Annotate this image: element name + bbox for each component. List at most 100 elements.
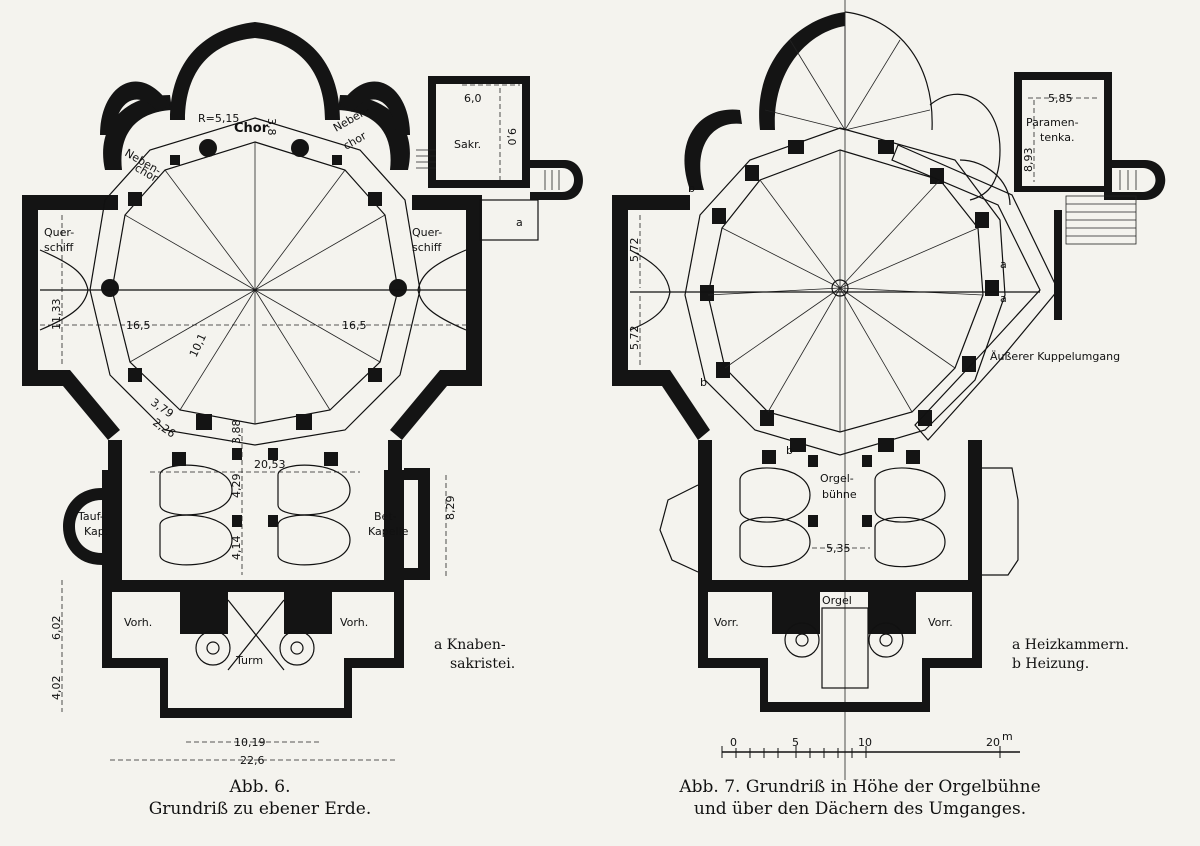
dome-ribs bbox=[112, 142, 398, 424]
dim-front-b: 4,02 bbox=[50, 676, 63, 701]
abb7-legend: a Heizkammern. b Heizung. bbox=[1012, 636, 1129, 674]
tower-pier-left bbox=[180, 584, 228, 634]
abb6-caption-line2: Grundriß zu ebener Erde. bbox=[148, 799, 372, 819]
outer-wall-right bbox=[412, 195, 482, 386]
abb6-dimension-lines bbox=[40, 84, 520, 761]
dim-diagonal: 10,1 bbox=[187, 332, 209, 360]
abb6-legend: a Knaben- sakristei. bbox=[434, 636, 515, 674]
label-heiz-a2: a bbox=[1000, 292, 1007, 305]
dim-nave-c: 4,14 bbox=[230, 536, 243, 561]
diag-wall-br bbox=[390, 370, 452, 440]
abb6-caption: Abb. 6. Grundriß zu ebener Erde. bbox=[100, 776, 420, 820]
dome-ring-outer bbox=[89, 117, 421, 446]
dim-param-depth: 8,93 bbox=[1022, 148, 1035, 173]
param-wall-left bbox=[1014, 72, 1022, 192]
label-taufkap-1: Tauf- bbox=[77, 510, 104, 523]
abb7-apse-left-wall bbox=[759, 12, 845, 130]
abb7-left-lobe bbox=[684, 109, 742, 190]
abb7-plan bbox=[612, 0, 1166, 780]
nebenchor-left-lobe bbox=[103, 95, 172, 170]
dome-piers bbox=[101, 139, 407, 430]
abb7-legend-line2: b Heizung. bbox=[1012, 656, 1090, 672]
left-lobe-wall bbox=[100, 81, 170, 135]
abb7-caption-line1: Abb. 7. Grundriß in Höhe der Orgelbühne bbox=[679, 777, 1041, 797]
knaben-room bbox=[479, 199, 539, 241]
label-paramentenka-1: Paramen- bbox=[1026, 116, 1079, 129]
label-paramentenka-2: tenka. bbox=[1040, 131, 1074, 144]
label-vorh-right: Vorh. bbox=[340, 616, 368, 629]
dim-span-left: 16,5 bbox=[126, 319, 151, 332]
param-wall-bottom bbox=[1014, 186, 1112, 192]
abb7-dome-wall-blocks bbox=[700, 140, 999, 452]
dim-chor-depth: 3,8 bbox=[265, 118, 278, 136]
dim-nave-b: 4,29 bbox=[230, 474, 243, 499]
right-lobe-wall bbox=[340, 81, 410, 135]
abb7-right-chapel-roof bbox=[982, 467, 1019, 576]
betkapelle-wall bbox=[404, 468, 430, 580]
abb7-right-lobe bbox=[929, 93, 1001, 201]
dim-span-right: 16,5 bbox=[342, 319, 367, 332]
scale-bar bbox=[721, 746, 1020, 758]
abb6-legend-line1: a Knaben- bbox=[434, 637, 506, 653]
dim-front-a: 6,02 bbox=[50, 616, 63, 641]
label-betkapelle-2: Kapelle bbox=[368, 525, 409, 538]
front-wall bbox=[102, 580, 404, 718]
taufkap-wall bbox=[63, 488, 102, 565]
label-chor: Chor bbox=[234, 121, 269, 136]
dim-sakr-depth: 9,0 bbox=[505, 128, 518, 146]
label-heizung-b2: b bbox=[700, 376, 707, 389]
label-orgel: Orgel bbox=[822, 594, 852, 607]
abb7-dome-inner bbox=[707, 149, 984, 433]
abb7-right-lobe-2 bbox=[959, 159, 1011, 206]
abb7-nave-wall-left bbox=[698, 440, 712, 580]
abb7-kuppelumgang bbox=[891, 144, 1059, 441]
label-heiz-a1: a bbox=[1000, 258, 1007, 271]
sakr-wall-top bbox=[428, 76, 530, 84]
dim-sakr-width: 6,0 bbox=[464, 92, 482, 105]
nave-wall-left bbox=[102, 440, 122, 580]
label-knaben: a bbox=[516, 216, 523, 229]
knaben-block bbox=[480, 200, 538, 240]
label-kuppelumgang: Äußerer Kuppelumgang bbox=[990, 350, 1120, 363]
label-querschiff-left-2: schiff bbox=[44, 241, 74, 254]
dim-left-height: 11,33 bbox=[50, 299, 63, 331]
label-orgelbuehne-2: bühne bbox=[822, 488, 857, 501]
nave-piers bbox=[172, 448, 338, 527]
dim-chapel-height: 8,29 bbox=[444, 496, 457, 521]
abb7-legend-line1: a Heizkammern. bbox=[1012, 637, 1129, 653]
tower-pier-right bbox=[284, 584, 332, 634]
scale-tick-10: 10 bbox=[858, 736, 872, 749]
abb7-stairs bbox=[1065, 170, 1137, 245]
abb7-caption-line2: und über den Dächern des Umganges. bbox=[693, 799, 1027, 819]
sakr-wall-bottom bbox=[428, 180, 530, 188]
label-querschiff-right-1: Quer- bbox=[412, 226, 442, 239]
dim-pier-b: 2,26 bbox=[150, 416, 178, 441]
label-orgelbuehne-1: Orgel- bbox=[820, 472, 854, 485]
label-turm: Turm bbox=[235, 654, 263, 667]
abb7-nave-piers bbox=[762, 450, 920, 527]
param-wall-top bbox=[1014, 72, 1112, 80]
abb7-diag-wall-bl bbox=[658, 370, 710, 440]
abb7-apse-ribs bbox=[764, 12, 931, 131]
sakr-wall-right bbox=[522, 76, 530, 186]
label-vorr-left: Vorr. bbox=[714, 616, 739, 629]
abb7-labels: Paramen- tenka. 5,85 8,93 5,72 5,72 a a … bbox=[628, 92, 1120, 749]
abb7-right-wall bbox=[1054, 210, 1062, 320]
label-sakristei: Sakr. bbox=[454, 138, 481, 151]
dim-left-a: 5,72 bbox=[628, 238, 641, 263]
abb7-outer-wall-left bbox=[612, 195, 690, 386]
abb7-gallery-vaults bbox=[739, 467, 946, 568]
spiral-stairs bbox=[195, 630, 315, 666]
abb7-dimension-lines bbox=[639, 97, 1098, 549]
label-querschiff-right-2: schiff bbox=[412, 241, 442, 254]
scale-tick-5: 5 bbox=[792, 736, 799, 749]
abb7-dome-oculus bbox=[831, 279, 849, 297]
nave-wall-right bbox=[384, 440, 404, 580]
dim-total-width: 22,6 bbox=[240, 754, 265, 767]
abb7-spiral-stairs bbox=[784, 622, 904, 658]
label-vorr-right: Vorr. bbox=[928, 616, 953, 629]
dim-tower-width: 10,19 bbox=[234, 736, 266, 749]
stair-tower-wall bbox=[530, 160, 584, 200]
dim-nave-a: 3,88 bbox=[230, 420, 243, 445]
